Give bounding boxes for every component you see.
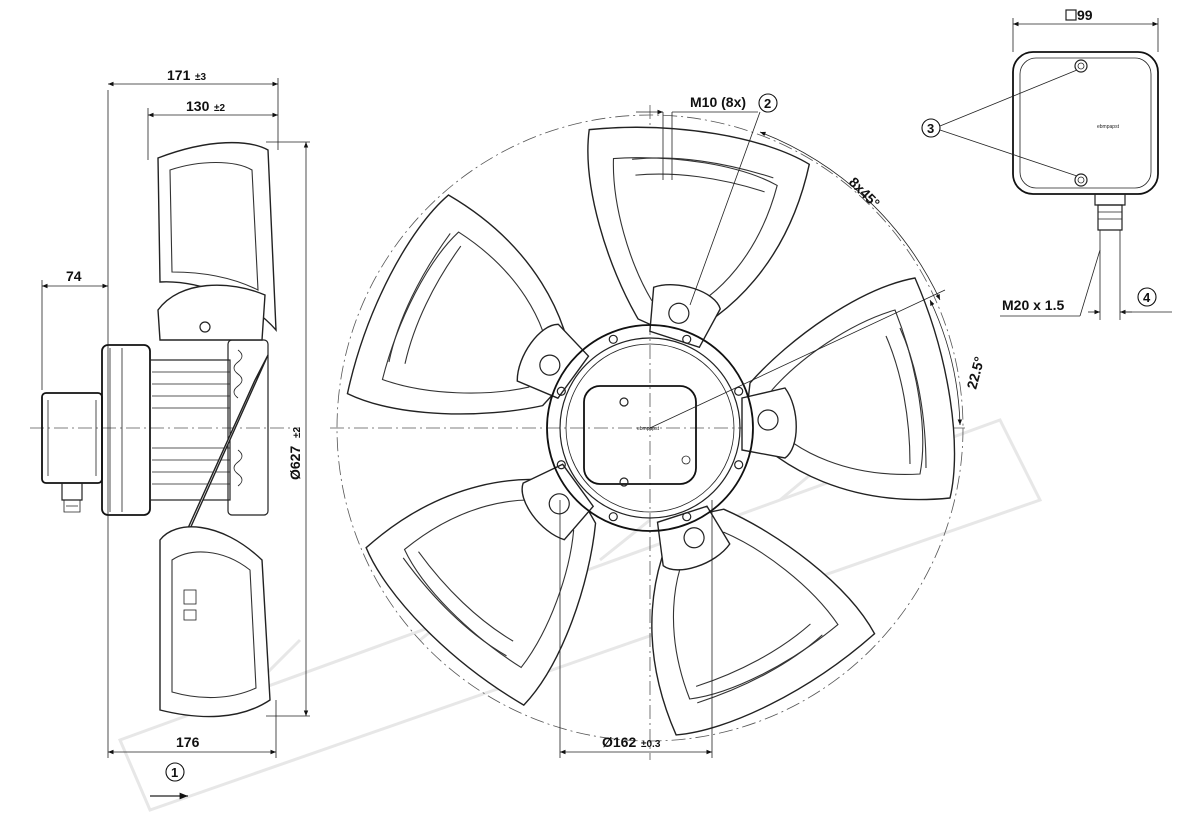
callout-1-circle [165,762,185,782]
dim-m20: M20 x 1.5 [1002,297,1064,313]
dim-627: Ø627 [287,446,303,480]
hub-terminal-box [583,385,697,485]
front-view: ebmpapst [330,105,965,760]
impeller-blade [651,505,876,736]
impeller-blade [365,463,597,706]
hub-bolt [556,386,566,396]
dim-m10: M10 (8x) [690,94,746,110]
dim-99: 99 [1077,7,1093,23]
hub-brand: ebmpapst [637,426,660,432]
hub-bolt [556,460,566,470]
hub-bolt [608,334,618,344]
angle-22-5: 22.5° [963,355,987,391]
front-dimensions: M10 (8x) 2 8x45° 22.5° Ø162 ±0.3 [559,93,987,758]
dim-171-tol: ±3 [195,72,206,83]
angle-8x45: 8x45° [846,174,883,211]
callout-4: 4 [1143,290,1151,305]
side-view [30,141,300,718]
callout-3: 3 [927,121,934,136]
impeller-blade [741,277,956,501]
hub-bolt [682,334,692,344]
dim-171: 171 [167,67,191,83]
impeller-blade [346,194,590,415]
box-brand: ebmpapst [1097,124,1120,130]
dim-130: 130 [186,98,210,114]
hub-bolt [734,460,744,470]
hub-bolt [608,512,618,522]
hub-bolt [734,386,744,396]
dim-162-tol: ±0.3 [641,739,661,750]
side-dimensions: 171 ±3 130 ±2 74 Ø627 ±2 176 1 [41,67,310,800]
impeller-blade [587,126,811,349]
callout-1: 1 [171,765,178,780]
dim-130-tol: ±2 [214,103,225,114]
dim-176: 176 [176,734,200,750]
hub-bolt [682,512,692,522]
dim-627-tol: ±2 [292,427,303,438]
dim-74: 74 [66,268,82,284]
impeller-blades [346,126,956,736]
dim-162: Ø162 [602,734,636,750]
terminal-box-detail: ebmpapst 99 3 M20 x 1.5 4 [921,7,1172,320]
hub-bolts [556,334,744,522]
callout-2: 2 [764,96,771,111]
